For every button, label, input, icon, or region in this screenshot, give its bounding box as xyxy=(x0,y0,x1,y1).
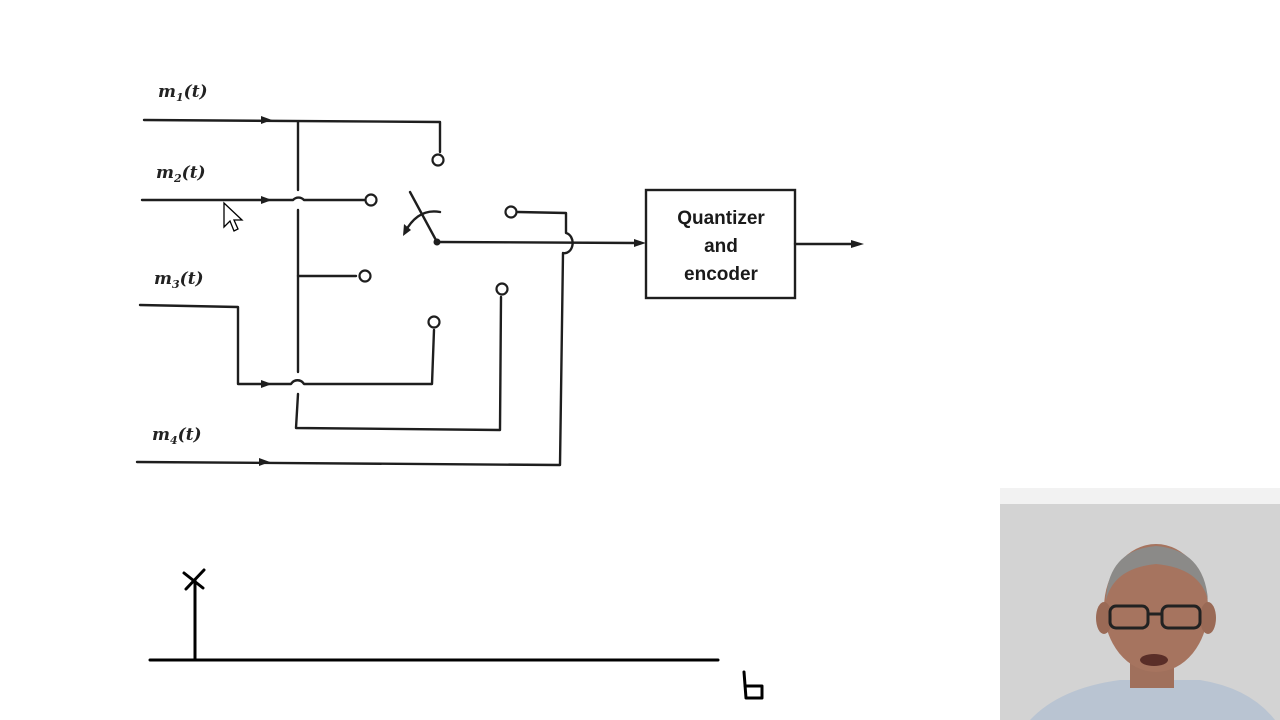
wire-switch-output xyxy=(435,239,646,247)
presenter-webcam xyxy=(1000,488,1280,720)
switch-contact-6 xyxy=(504,205,518,219)
quantizer-encoder-block: Quantizer and encoder xyxy=(644,188,797,300)
block-label-line1: Quantizer xyxy=(677,208,765,229)
input-label-m4: m4(t) xyxy=(152,425,202,447)
wire-m1-bus xyxy=(294,120,503,432)
switch-contact-2 xyxy=(364,193,378,207)
block-label-line2: and xyxy=(704,236,738,257)
input-label-m1: m1(t) xyxy=(158,82,208,104)
wire-m3 xyxy=(138,303,436,388)
switch-contact-1 xyxy=(431,153,445,167)
switch-contact-5 xyxy=(495,282,509,296)
wire-m4 xyxy=(135,210,574,467)
wire-block-output xyxy=(793,240,864,248)
switch-contact-4 xyxy=(427,315,441,329)
glasses-icon xyxy=(1108,604,1202,630)
rotating-switch-icon xyxy=(403,190,442,246)
switch-contact-3 xyxy=(358,269,372,283)
input-label-m3: m3(t) xyxy=(154,269,204,291)
hand-drawn-impulse-sketch: t xyxy=(148,568,764,700)
time-label-glyph xyxy=(742,670,764,700)
wire-m2 xyxy=(140,196,366,204)
mouse-pointer-icon xyxy=(223,201,244,232)
block-label-line3: encoder xyxy=(684,264,759,285)
wire-m1 xyxy=(142,116,442,154)
input-label-m2: m2(t) xyxy=(156,163,206,185)
impulse-marker-icon xyxy=(182,568,206,591)
